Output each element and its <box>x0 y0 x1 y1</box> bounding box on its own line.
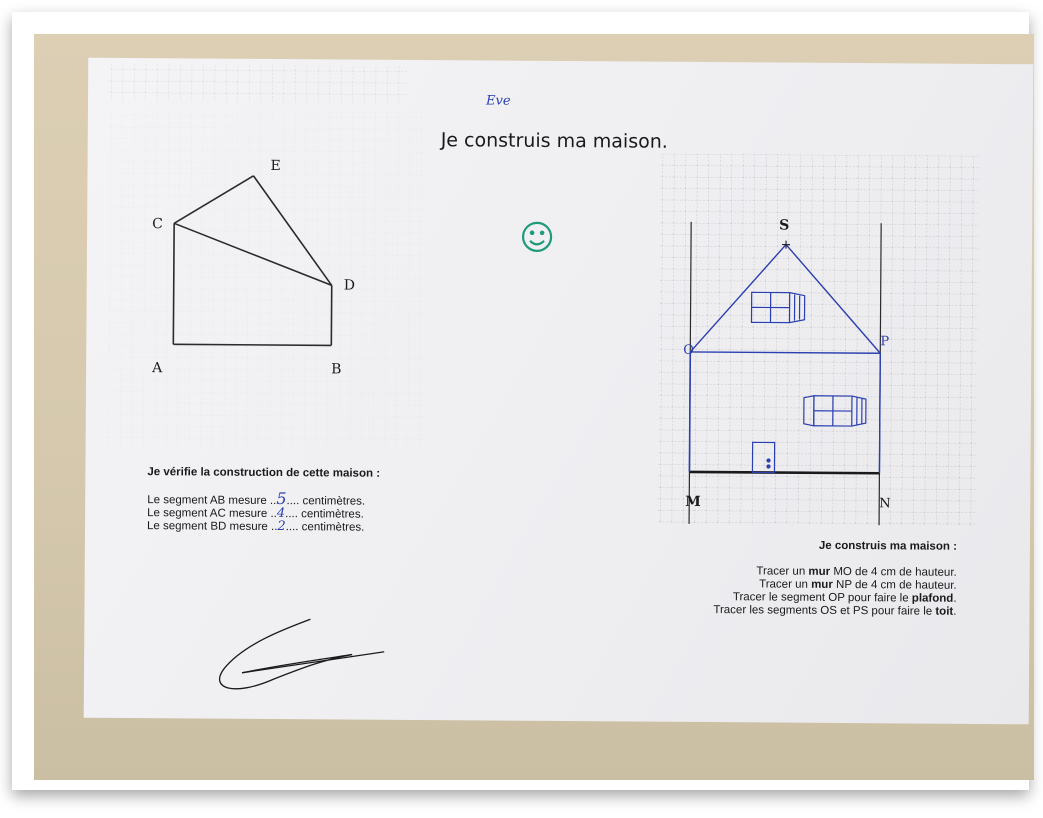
worksheet-paper: Eve Je construis ma maison. E C D <box>83 57 1034 725</box>
label-point-s: S <box>779 218 789 234</box>
check-lines: Le segment AB mesure ..5.... centimètres… <box>147 488 365 535</box>
door-icon <box>751 441 776 474</box>
photo-border: Eve Je construis ma maison. E C D <box>12 12 1034 790</box>
check-line-bd: Le segment BD mesure ..2.... centimètres… <box>147 518 364 535</box>
instructions-list: Tracer un mur MO de 4 cm de hauteur. Tra… <box>713 565 957 618</box>
label-point-d: D <box>344 277 355 293</box>
instruction-line: Tracer un mur NP de 4 cm de hauteur. <box>759 578 957 591</box>
label-point-o: O <box>683 343 694 358</box>
left-grid <box>105 107 428 451</box>
desk-background: Eve Je construis ma maison. E C D <box>34 34 1034 780</box>
check-line-ab: Le segment AB mesure ..5.... centimètres… <box>147 488 365 509</box>
instructions-heading: Je construis ma maison : <box>819 540 957 553</box>
right-grid <box>657 153 980 526</box>
label-point-p: P <box>880 334 889 349</box>
student-name: Eve <box>485 93 511 108</box>
roof-window-icon <box>750 291 806 324</box>
smiley-face-icon <box>521 221 553 252</box>
check-line-ac: Le segment AC mesure ..4.... centimètres… <box>147 505 364 522</box>
label-point-m: M <box>685 494 701 510</box>
instruction-line: Tracer le segment OP pour faire le plafo… <box>733 591 957 605</box>
label-point-n: N <box>879 496 890 511</box>
label-point-e: E <box>271 158 281 174</box>
figure-house-construction <box>688 221 882 526</box>
worksheet-drawing: Eve Je construis ma maison. E C D <box>105 63 980 690</box>
instruction-line: Tracer un mur MO de 4 cm de hauteur. <box>756 565 956 578</box>
instruction-line: Tracer les segments OS et PS pour faire … <box>713 604 956 618</box>
signature-scribble <box>218 618 385 690</box>
figure-house-reference <box>172 175 333 347</box>
label-point-c: C <box>152 216 163 232</box>
label-point-b: B <box>331 361 341 377</box>
label-point-a: A <box>151 360 163 376</box>
check-heading: Je vérifie la construction de cette mais… <box>147 466 380 480</box>
top-left-grid <box>108 63 409 104</box>
page-title: Je construis ma maison. <box>440 129 668 153</box>
wall-window-icon <box>803 395 867 427</box>
